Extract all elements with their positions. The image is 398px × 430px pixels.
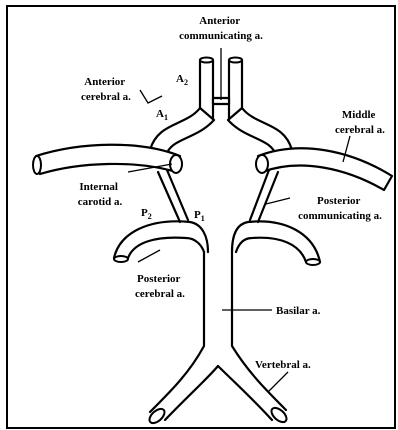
posterior-communicating-left-outer (158, 172, 180, 222)
label-a2: A2 (176, 73, 188, 87)
vertebral-right-inner-wall (218, 366, 272, 420)
posterior-communicating-left-inner (167, 170, 188, 220)
a2-right-cut-end (229, 58, 242, 63)
posterior-cerebral-right-inner (236, 238, 306, 262)
middle-cerebral-artery-left (36, 145, 180, 174)
label-a2-sub: 2 (184, 78, 188, 87)
label-p1-sub: 1 (201, 214, 205, 223)
label-middle-cerebral: Middle cerebral a. (335, 109, 385, 136)
middle-cerebral-left-cut-end (33, 156, 41, 174)
vertebral-left-cut-end (147, 406, 167, 425)
label-a1-letter: A (156, 108, 164, 120)
posterior-cerebral-right-cut-end (306, 259, 320, 265)
label-middle-cerebral-line2: cerebral a. (335, 124, 385, 136)
label-anterior-cerebral-line2: cerebral a. (81, 91, 131, 103)
label-a1: A1 (156, 108, 168, 122)
leader-vertebral (268, 372, 288, 392)
leader-posterior-cerebral (138, 250, 160, 262)
vertebral-left-inner-wall (165, 366, 218, 420)
internal-carotid-right-cut-end (256, 155, 268, 173)
label-p2-sub: 2 (148, 212, 152, 221)
label-vertebral: Vertebral a. (255, 359, 311, 371)
posterior-cerebral-right-outer (232, 221, 320, 262)
label-anterior-cerebral: Anterior cerebral a. (81, 76, 131, 103)
label-anterior-cerebral-line1: Anterior (84, 76, 125, 88)
label-internal-carotid-line2: carotid a. (78, 196, 123, 208)
label-posterior-cerebral: Posterior cerebral a. (135, 273, 185, 300)
label-anterior-communicating: Anterior communicating a. (179, 15, 263, 42)
label-anterior-communicating-line2: communicating a. (179, 30, 263, 42)
label-posterior-communicating-line1: Posterior (317, 195, 360, 207)
leader-posterior-communicating (266, 198, 290, 204)
a2-left-cut-end (200, 58, 213, 63)
label-posterior-cerebral-line1: Posterior (137, 273, 180, 285)
label-anterior-communicating-line1: Anterior (199, 15, 240, 27)
label-middle-cerebral-line1: Middle (342, 109, 376, 121)
leader-anterior-cerebral (140, 90, 162, 103)
middle-cerebral-artery-right (258, 148, 392, 190)
posterior-cerebral-left-cut-end (114, 256, 128, 262)
vessels (33, 58, 392, 426)
label-p1: P1 (194, 209, 205, 223)
label-internal-carotid: Internal carotid a. (78, 181, 123, 208)
label-internal-carotid-line1: Internal (79, 181, 118, 193)
posterior-cerebral-left-inner (128, 238, 204, 258)
label-posterior-communicating-line2: communicating a. (298, 210, 382, 222)
label-posterior-communicating: Posterior communicating a. (298, 195, 382, 222)
vertebral-right-cut-end (269, 405, 289, 424)
posterior-communicating-right-inner (250, 170, 269, 220)
label-a1-sub: 1 (164, 113, 168, 122)
label-posterior-cerebral-line2: cerebral a. (135, 288, 185, 300)
posterior-communicating-right-outer (258, 172, 278, 222)
label-p2: P2 (141, 207, 152, 221)
label-a2-letter: A (176, 73, 184, 85)
label-basilar: Basilar a. (276, 305, 321, 317)
